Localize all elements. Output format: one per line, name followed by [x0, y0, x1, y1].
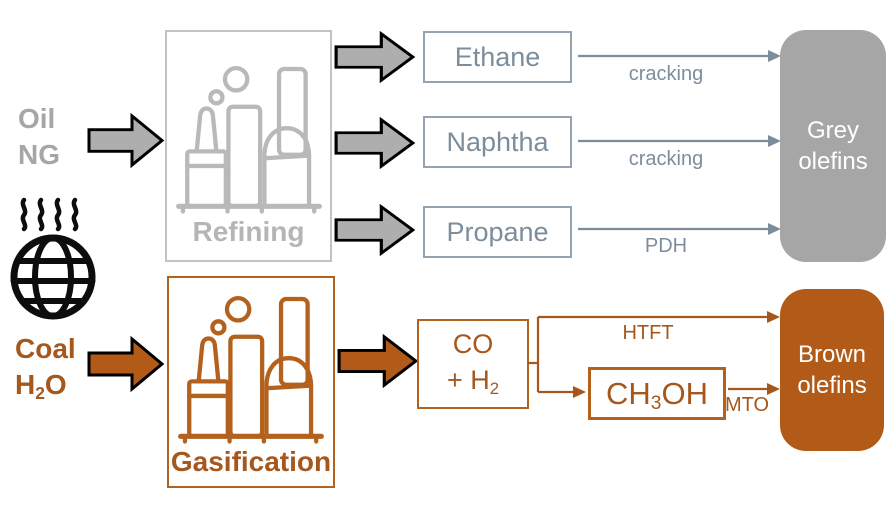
- block-arrow-icon: [337, 334, 419, 388]
- gasification-process-box: Gasification: [167, 276, 335, 488]
- syngas-label: CO + H2: [446, 329, 500, 399]
- product-label: Ethane: [454, 41, 541, 72]
- line-arrow-icon: [578, 135, 781, 147]
- route-label-cracking-2: cracking: [628, 148, 704, 170]
- grey-olefins-label: Grey olefins: [798, 117, 868, 175]
- refining-label: Refining: [192, 216, 305, 247]
- route-label-htft: HTFT: [622, 322, 674, 344]
- feed-ng: NG: [18, 139, 60, 170]
- block-arrow-icon: [334, 204, 416, 256]
- block-arrow-icon: [334, 117, 416, 169]
- block-arrow-icon: [87, 113, 165, 168]
- refinery-plant-icon: [178, 296, 324, 444]
- syngas-box: CO + H2: [417, 319, 529, 409]
- methanol-box: CH3OH: [588, 367, 726, 420]
- product-label: Propane: [446, 216, 549, 247]
- brown-olefins-box: Brown olefins: [780, 289, 884, 451]
- line-arrow-icon: [578, 223, 781, 235]
- line-arrow-icon: [728, 383, 780, 395]
- line-arrow-icon: [578, 50, 781, 62]
- feed-oil: Oil: [18, 103, 56, 134]
- grey-olefins-box: Grey olefins: [780, 30, 886, 262]
- feed-coal: Coal: [15, 333, 76, 364]
- product-box-ethane: Ethane: [423, 31, 572, 83]
- feed-label-coal-h2o: Coal H2O: [15, 331, 76, 406]
- branch-connector-arrows: [528, 311, 780, 398]
- product-box-propane: Propane: [423, 206, 572, 258]
- brown-olefins-label: Brown olefins: [797, 341, 867, 399]
- gasification-label: Gasification: [170, 446, 332, 477]
- feed-label-oil-ng: Oil NG: [18, 101, 60, 173]
- refinery-plant-icon: [175, 66, 322, 214]
- block-arrow-icon: [334, 31, 416, 83]
- refining-process-box: Refining: [165, 30, 332, 262]
- route-label-mto: MTO: [724, 394, 770, 416]
- globe-heat-icon: [10, 197, 96, 320]
- route-label-pdh: PDH: [644, 235, 688, 257]
- product-box-naphtha: Naphtha: [423, 116, 572, 168]
- product-label: Naphtha: [446, 126, 549, 157]
- block-arrow-icon: [87, 336, 165, 392]
- route-label-cracking-1: cracking: [628, 63, 704, 85]
- feed-h2o: H2O: [15, 369, 67, 404]
- methanol-label: CH3OH: [606, 375, 708, 415]
